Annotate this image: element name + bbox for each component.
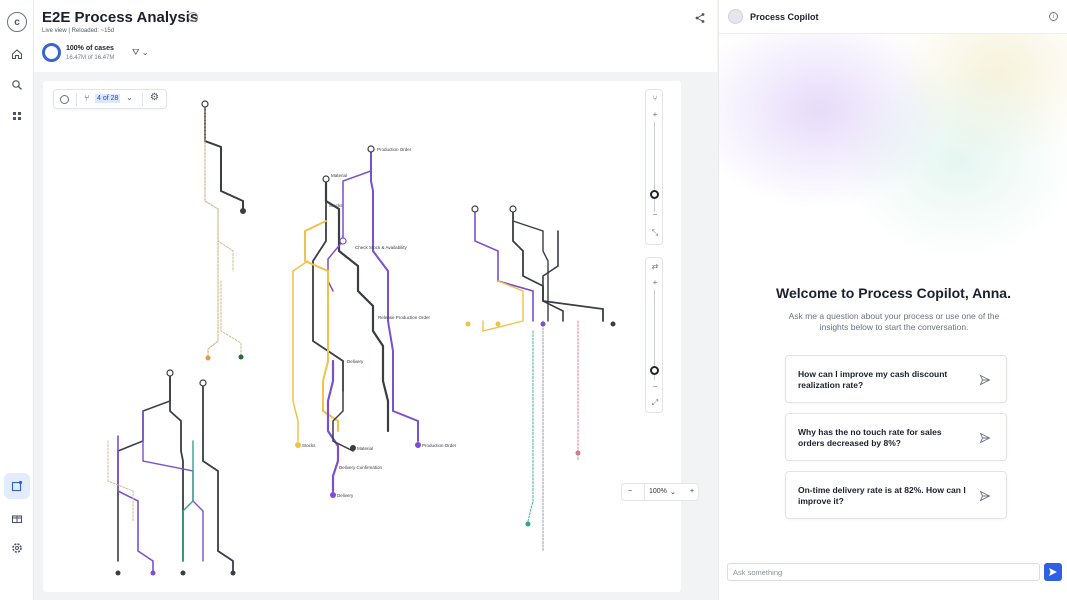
apps-grid-icon[interactable] [7, 106, 27, 126]
slider-plus-icon[interactable]: + [652, 278, 658, 287]
slider-track[interactable] [654, 122, 655, 212]
nav-rail: c [0, 0, 34, 600]
map-label-stocks: Stocks [329, 203, 343, 208]
map-settings-gear-icon[interactable]: ⚙ [150, 92, 159, 103]
send-icon[interactable] [979, 373, 991, 386]
filter-icon: ⛛ [132, 47, 140, 57]
app-logo[interactable]: c [7, 12, 27, 32]
slider-track[interactable] [654, 290, 655, 380]
zoom-level[interactable]: 100% [649, 488, 667, 495]
slider-minus-icon[interactable]: − [652, 210, 658, 219]
map-label-delivery-conf: Delivery Confirmation [339, 465, 383, 470]
connections-icon: ⇄ [651, 262, 659, 271]
slider-knob[interactable] [650, 366, 659, 375]
chevron-down-icon: ⌄ [139, 48, 149, 57]
node-top-left[interactable] [201, 100, 246, 361]
copilot-title: Process Copilot [750, 12, 819, 22]
chevron-down-icon[interactable]: ⌄ [670, 489, 676, 496]
toolbar-divider [142, 93, 143, 106]
suggestion-text: How can I improve my cash discount reali… [798, 369, 948, 390]
variant-selector[interactable]: 4 of 28 [95, 94, 121, 103]
info-icon[interactable]: i [1049, 12, 1058, 21]
zoom-in-button[interactable]: + [690, 488, 695, 495]
map-toolbar: ⑂ 4 of 28 ⌄ ⚙ [53, 89, 167, 109]
map-label-delivery-end: Delivery [337, 493, 354, 498]
cases-ring-indicator[interactable] [42, 43, 61, 62]
node-center[interactable] [295, 145, 421, 498]
map-label-release-po: Release Production Order [378, 315, 431, 320]
info-icon[interactable]: i [188, 12, 198, 22]
send-icon[interactable] [979, 431, 991, 444]
cases-percent: 100% of cases [66, 45, 114, 52]
connection-slider: ⇄ + − ⤢ [645, 257, 663, 413]
variant-branch-icon: ⑂ [84, 93, 90, 103]
suggestion-card[interactable]: How can I improve my cash discount reali… [785, 355, 1007, 403]
home-icon[interactable] [7, 44, 27, 64]
share-icon[interactable] [694, 11, 706, 23]
map-label-po-bottom: Production Order [422, 443, 457, 448]
map-label-delivery: Delivery [347, 359, 364, 364]
copilot-intro: Ask me a question about your process or … [788, 311, 1000, 332]
send-icon[interactable] [979, 489, 991, 502]
search-icon[interactable] [7, 75, 27, 95]
cases-count: 16.47M of 16.47M [66, 55, 115, 61]
suggestion-card[interactable]: Why has the no touch rate for sales orde… [785, 413, 1007, 461]
copilot-welcome: Welcome to Process Copilot, Anna. [776, 285, 1011, 301]
map-label-check-stock: Check Stock & Availability [355, 245, 407, 250]
send-button[interactable] [1044, 563, 1062, 581]
expand-icon[interactable]: ⤢ [651, 398, 659, 407]
settings-gear-icon[interactable] [7, 538, 27, 558]
slider-knob[interactable] [650, 190, 659, 199]
copilot-nav-icon[interactable] [4, 473, 30, 499]
copilot-panel: Process Copilot i Welcome to Process Cop… [718, 0, 1067, 600]
filter-dropdown[interactable]: ⛛ ⌄ [132, 47, 149, 58]
map-label-stocks-bottom: Stocks [302, 443, 316, 448]
zoom-control: − 100% ⌄ + [621, 483, 699, 501]
gift-icon[interactable] [7, 508, 27, 528]
activity-slider: ⑂ + − ⤡ [645, 89, 663, 245]
node-bottom-left[interactable] [115, 369, 236, 576]
suggestion-text: On-time delivery rate is at 82%. How can… [798, 485, 966, 506]
suggestion-text: Why has the no touch rate for sales orde… [798, 427, 942, 448]
analysis-area: E2E Process Analysis i Live view | Reloa… [34, 0, 717, 600]
suggestion-card[interactable]: On-time delivery rate is at 82%. How can… [785, 471, 1007, 519]
send-icon [1049, 568, 1057, 576]
reload-status: Live view | Reloaded: ~15d [42, 28, 115, 34]
slider-minus-icon[interactable]: − [652, 382, 658, 391]
activity-nodes-icon: ⑂ [652, 94, 658, 103]
slider-plus-icon[interactable]: + [652, 110, 658, 119]
toolbar-divider [76, 93, 77, 106]
history-clock-icon[interactable] [60, 95, 69, 104]
chevron-down-icon[interactable]: ⌄ [126, 93, 133, 102]
copilot-avatar [728, 9, 743, 24]
page-header: E2E Process Analysis i Live view | Reloa… [34, 0, 717, 72]
process-map[interactable]: Production Order Material Stocks Check S… [43, 81, 681, 592]
zoom-out-button[interactable]: − [628, 488, 633, 495]
map-label-material-bottom: Material [357, 446, 373, 451]
collapse-icon[interactable]: ⤡ [651, 228, 659, 237]
process-map-canvas[interactable]: Production Order Material Stocks Check S… [43, 81, 681, 592]
node-right[interactable] [465, 205, 616, 527]
map-label-production-order: Production Order [377, 147, 412, 152]
map-label-material: Material [331, 173, 347, 178]
page-title: E2E Process Analysis [42, 9, 199, 26]
copilot-header: Process Copilot i [719, 0, 1067, 34]
ask-input[interactable]: Ask something [727, 563, 1040, 581]
